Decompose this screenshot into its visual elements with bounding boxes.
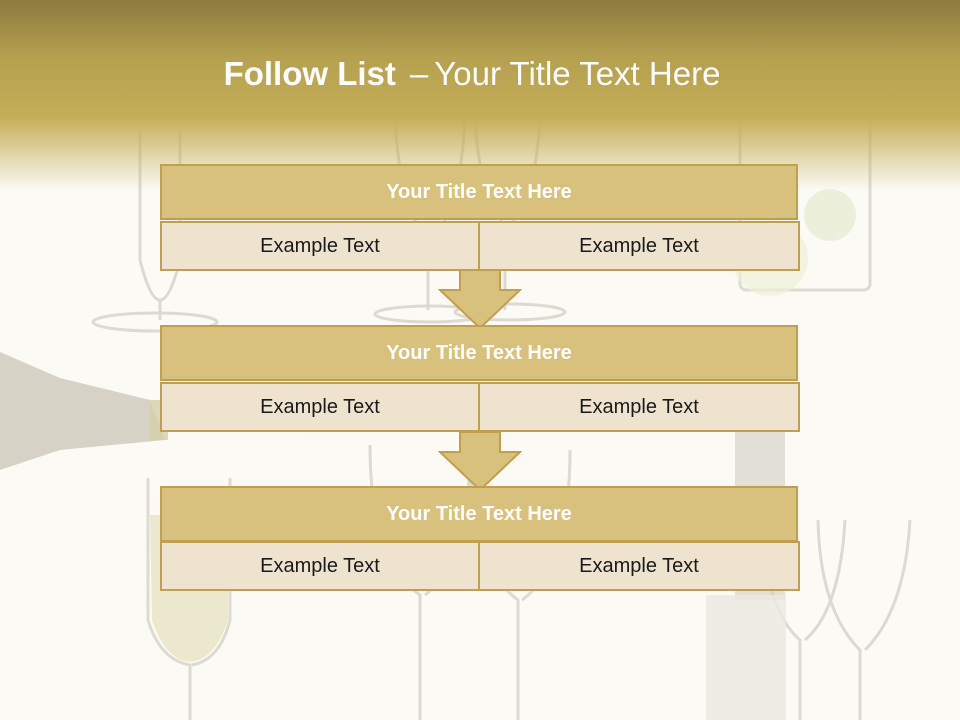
down-arrow-icon [438,431,522,492]
block-row: Example Text Example Text [160,221,800,271]
block-cell-left[interactable]: Example Text [160,221,480,271]
block-cell-right[interactable]: Example Text [480,541,800,591]
block-cell-right[interactable]: Example Text [480,221,800,271]
block-cell-left[interactable]: Example Text [160,541,480,591]
block-title[interactable]: Your Title Text Here [160,164,798,220]
slide-title: Follow List–Your Title Text Here [0,55,944,93]
title-banner [0,0,960,190]
down-arrow-icon [438,269,522,330]
block-title[interactable]: Your Title Text Here [160,325,798,381]
block-title[interactable]: Your Title Text Here [160,486,798,542]
block-row: Example Text Example Text [160,382,800,432]
title-bold-part: Follow List [223,55,396,92]
block-cell-left[interactable]: Example Text [160,382,480,432]
block-cell-right[interactable]: Example Text [480,382,800,432]
block-row: Example Text Example Text [160,541,800,591]
title-separator: – [409,55,429,92]
title-rest-part: Your Title Text Here [434,55,721,92]
